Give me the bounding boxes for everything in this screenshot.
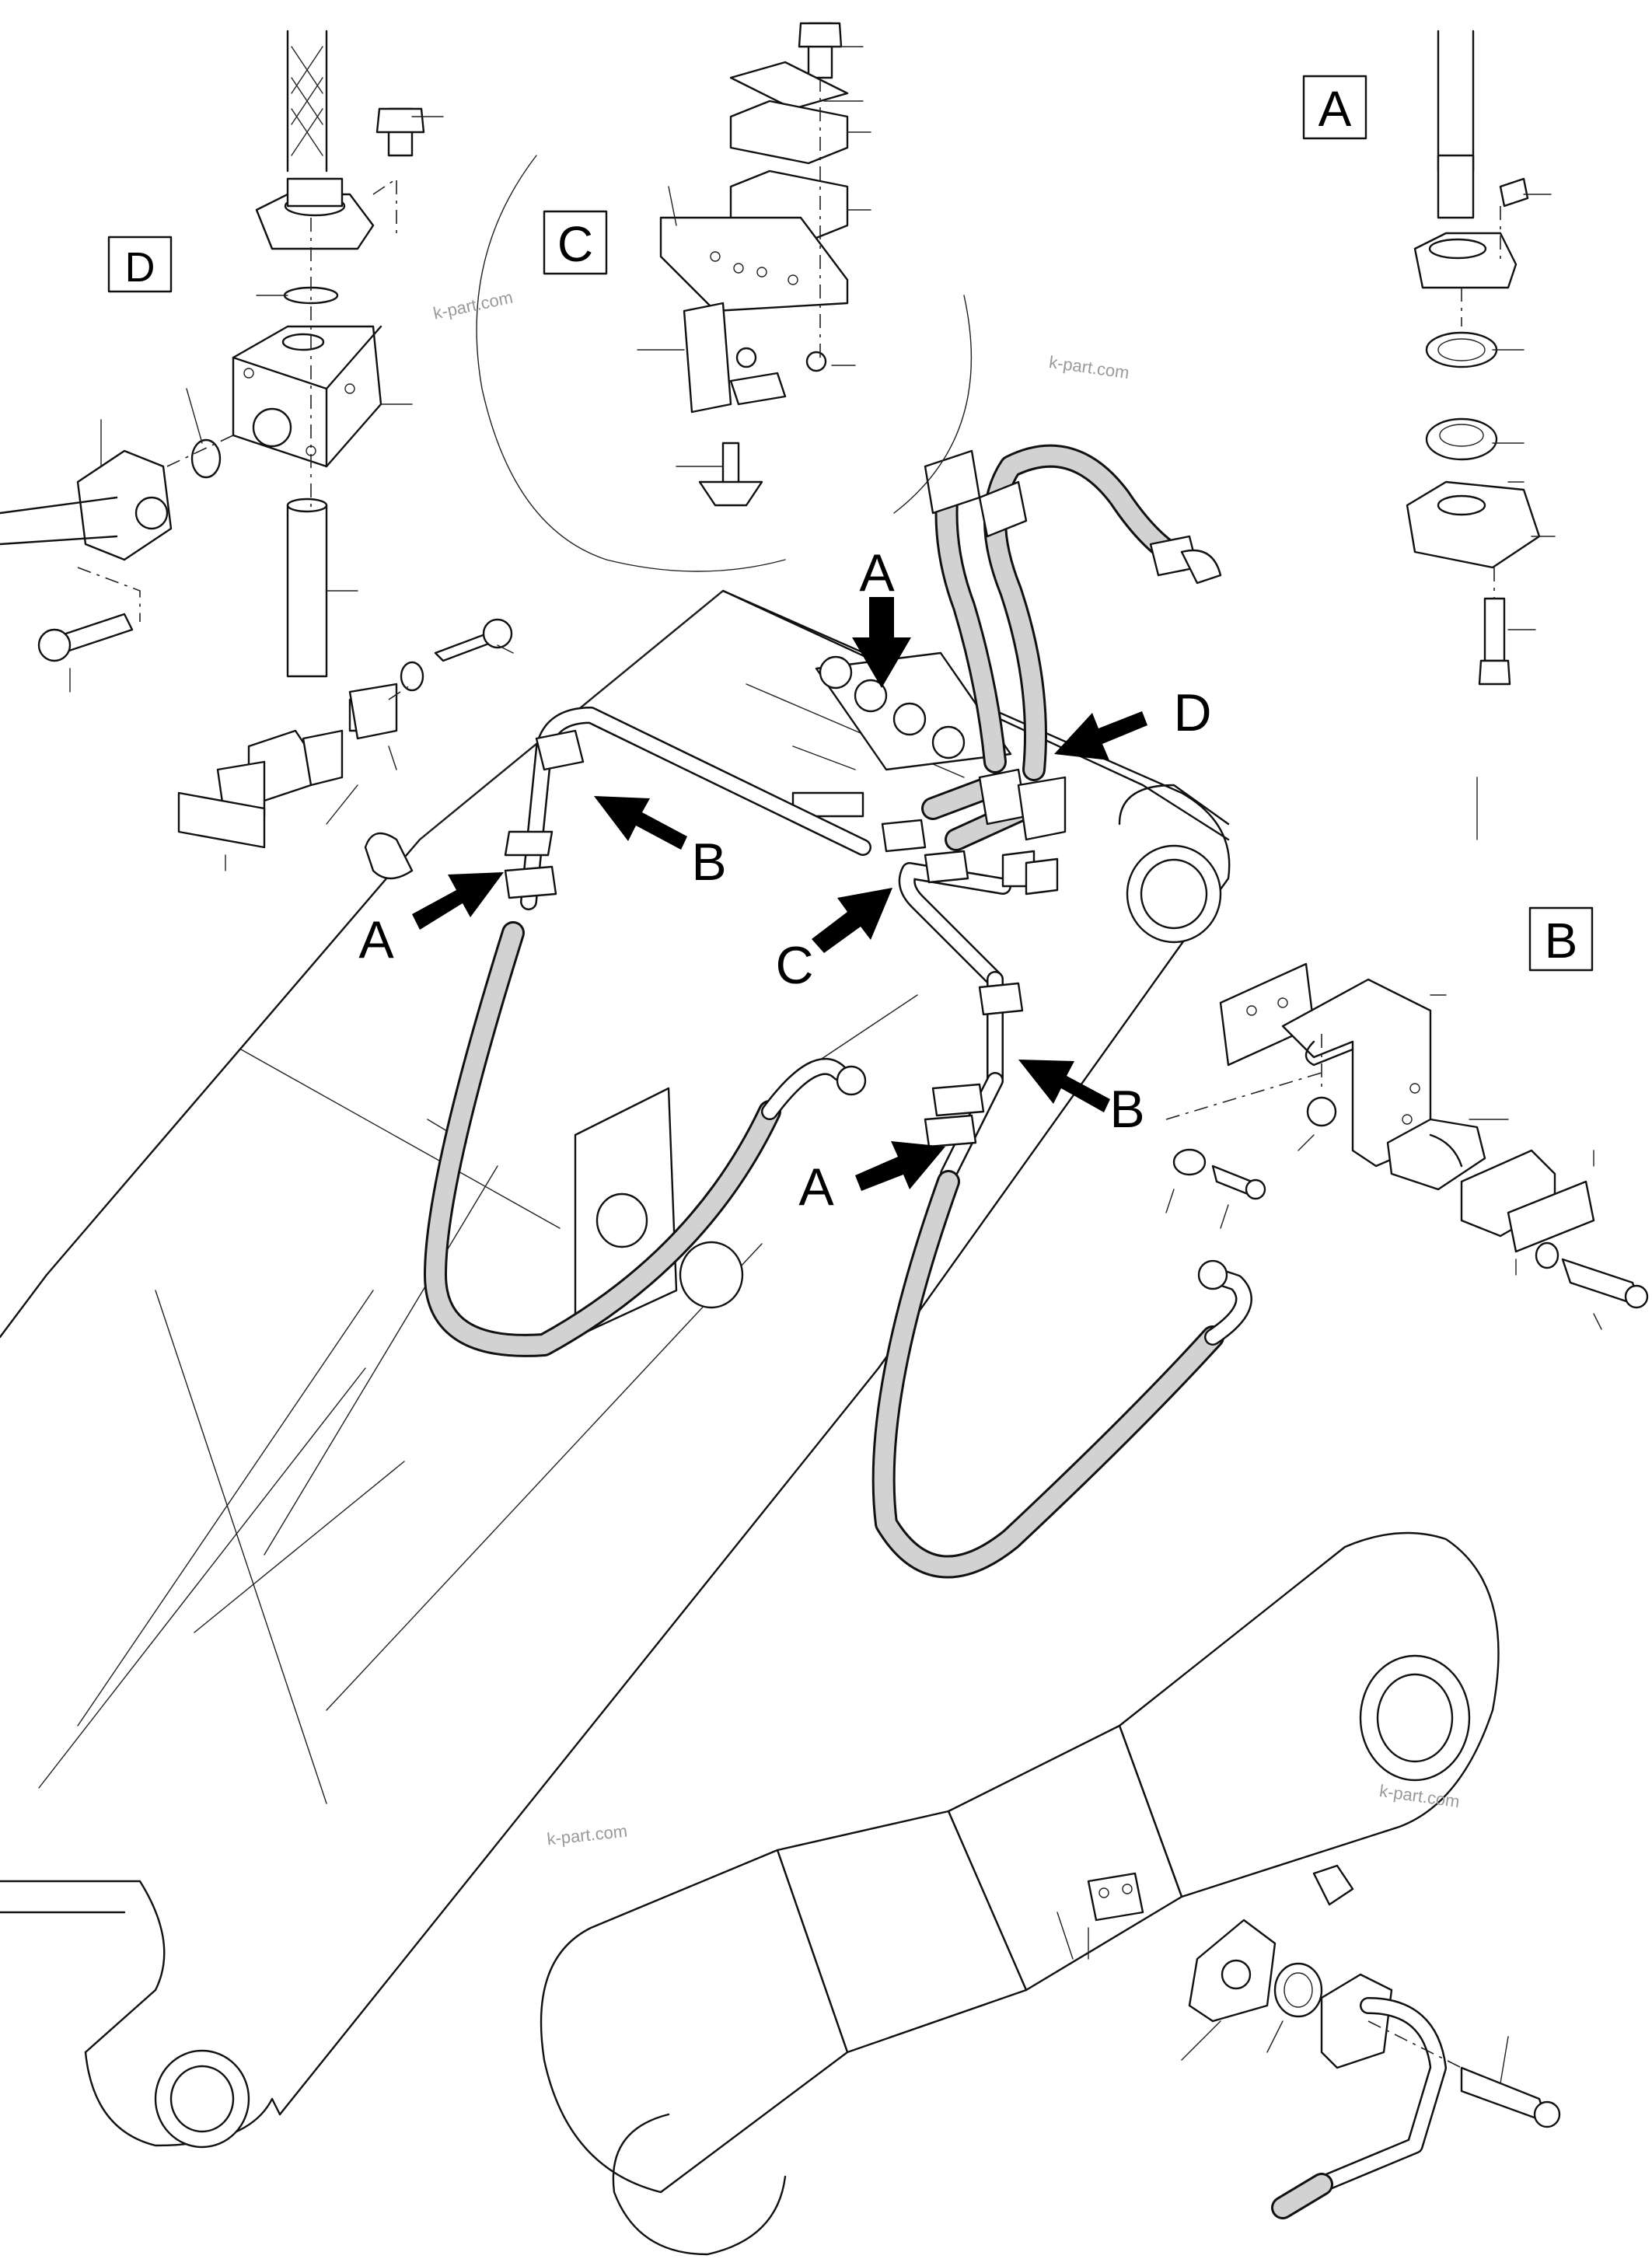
hydraulic-lines xyxy=(424,444,1252,1579)
watermark-1: k-part.com xyxy=(431,288,515,323)
callout-arrow-center-c: C xyxy=(775,888,892,995)
detail-box-d-label: D xyxy=(125,244,155,291)
callout-label-right-b: B xyxy=(1109,1080,1144,1139)
detail-box-a: A xyxy=(1302,75,1367,140)
cylinder-port-parts xyxy=(1181,1864,1561,2219)
watermark-2: k-part.com xyxy=(1048,352,1130,382)
detail-b-parts xyxy=(1165,962,1649,1330)
callout-arrow-left-b: B xyxy=(594,796,727,892)
callout-arrow-right-b: B xyxy=(1018,1060,1145,1139)
detail-a-parts xyxy=(1406,30,1556,840)
valve-block xyxy=(815,651,1012,771)
detail-box-c-label: C xyxy=(557,216,593,272)
detail-box-b: B xyxy=(1528,906,1594,972)
callout-label-left-a: A xyxy=(358,910,394,969)
detail-d-parts xyxy=(0,30,514,871)
callout-label-right-a: A xyxy=(798,1157,834,1217)
detail-box-a-label: A xyxy=(1318,81,1352,137)
callout-arrow-top: A xyxy=(852,543,911,688)
watermark-3: k-part.com xyxy=(546,1821,628,1849)
callout-arrow-right-a: A xyxy=(798,1141,945,1217)
detail-box-d: D xyxy=(107,236,173,293)
callout-label-center-c: C xyxy=(775,936,813,995)
hydraulic-cylinder xyxy=(540,1531,1500,2256)
callout-arrow-left-a: A xyxy=(358,872,504,969)
callout-label-right-d: D xyxy=(1173,683,1211,742)
callout-arrow-right-d: D xyxy=(1054,683,1212,760)
detail-box-b-label: B xyxy=(1545,913,1578,969)
callout-label-left-b: B xyxy=(691,833,726,892)
detail-box-c: C xyxy=(543,210,608,275)
callout-label-top: A xyxy=(859,543,895,602)
detail-c-parts xyxy=(476,22,973,572)
